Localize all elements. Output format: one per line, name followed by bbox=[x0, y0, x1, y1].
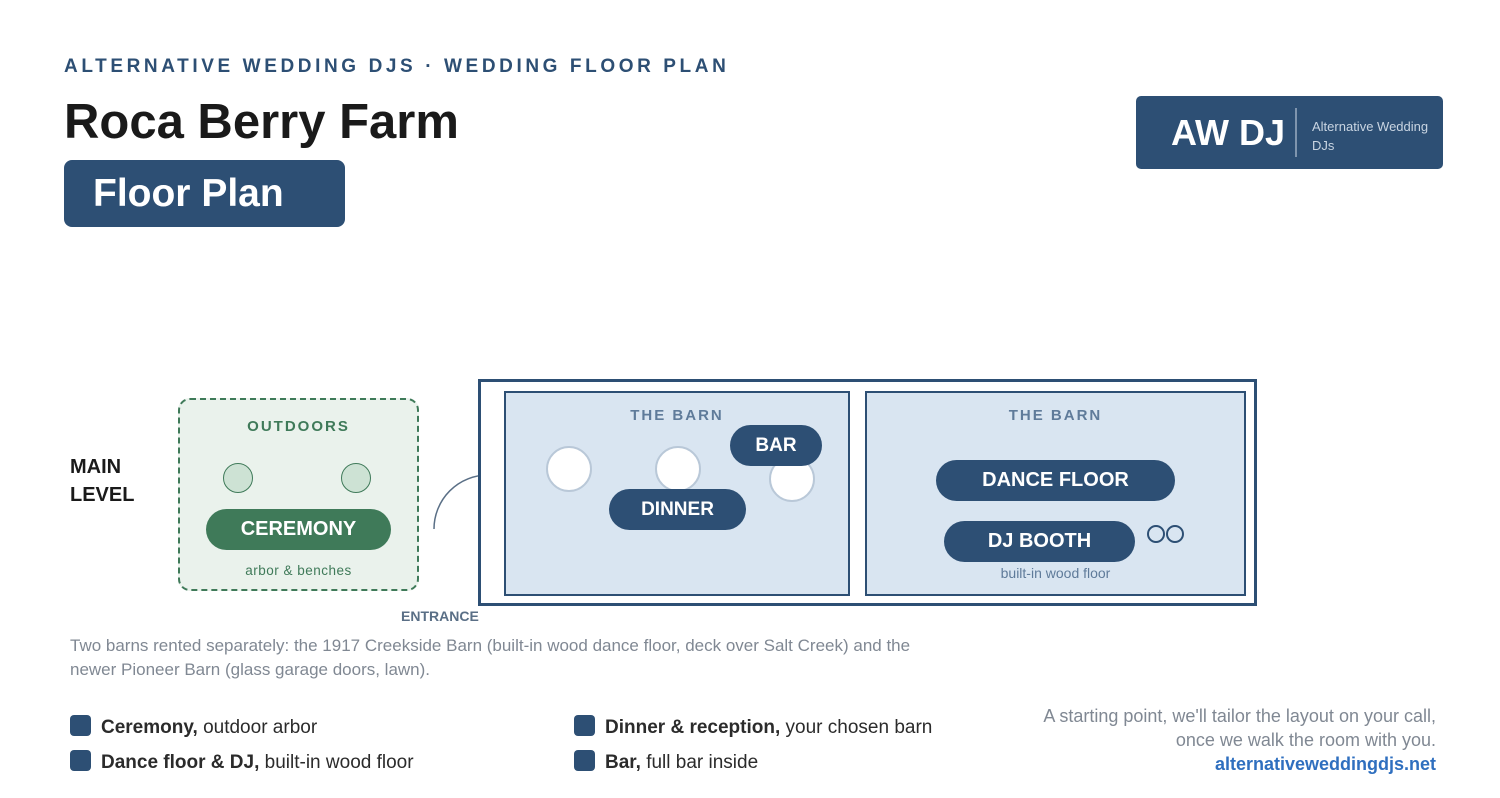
dinner-table bbox=[546, 446, 592, 492]
venue-description: Two barns rented separately: the 1917 Cr… bbox=[70, 636, 911, 679]
dj-booth-zone: DJ BOOTH bbox=[944, 521, 1135, 562]
speaker-icon bbox=[1166, 525, 1184, 543]
legend-item-title: Ceremony, bbox=[101, 717, 198, 738]
legend-item-title: Bar, bbox=[605, 752, 641, 773]
legend-item-text: built-in wood floor bbox=[259, 752, 414, 773]
footer-note: A starting point, we'll tailor the layou… bbox=[1043, 706, 1436, 750]
logo-divider bbox=[1295, 108, 1297, 157]
legend-swatch bbox=[574, 750, 595, 771]
outdoors-zone: OUTDOORS CEREMONY arbor & benches bbox=[178, 398, 419, 591]
page-eyebrow: ALTERNATIVE WEDDING DJS · WEDDING FLOOR … bbox=[64, 56, 730, 77]
legend-swatch bbox=[70, 750, 91, 771]
legend-item-text: outdoor arbor bbox=[197, 717, 318, 738]
legend-swatch bbox=[70, 715, 91, 736]
logo-mark: AW DJ bbox=[1171, 112, 1286, 153]
floor-plan-badge: Floor Plan bbox=[64, 160, 345, 227]
dance-floor-note: built-in wood floor bbox=[1000, 565, 1111, 581]
barn-left: THE BARN BAR DINNER bbox=[504, 391, 850, 596]
arbor-left-marker bbox=[223, 463, 253, 493]
website-link[interactable]: alternativeweddingdjs.net bbox=[1214, 754, 1436, 774]
legend-item-text: your chosen barn bbox=[780, 717, 933, 738]
speaker-icon bbox=[1147, 525, 1165, 543]
barn-right-label: THE BARN bbox=[1008, 407, 1103, 424]
dance-floor-zone: DANCE FLOOR bbox=[936, 460, 1175, 501]
outdoors-label: OUTDOORS bbox=[247, 418, 350, 435]
bar-zone: BAR bbox=[730, 425, 822, 466]
barn-left-label: THE BARN bbox=[630, 407, 724, 424]
level-label: MAIN LEVEL bbox=[70, 456, 135, 506]
legend-swatch bbox=[574, 715, 595, 736]
logo-subtitle: Alternative Wedding DJs bbox=[1312, 119, 1429, 153]
dinner-table bbox=[655, 446, 701, 492]
legend-item-title: Dinner & reception, bbox=[605, 717, 781, 738]
legend-item-text: full bar inside bbox=[640, 752, 759, 773]
barn-building: THE BARN BAR DINNER THE BARN DANCE FLOOR… bbox=[478, 379, 1257, 606]
legend-item-title: Dance floor & DJ, bbox=[101, 752, 260, 773]
brand-logo: AW DJ Alternative Wedding DJs bbox=[1136, 96, 1443, 169]
entrance-label: ENTRANCE bbox=[401, 608, 479, 624]
ceremony-note: arbor & benches bbox=[245, 563, 352, 578]
page-title: Roca Berry Farm bbox=[64, 95, 459, 149]
floor-plan-badge-label: Floor Plan bbox=[93, 172, 284, 215]
dinner-zone: DINNER bbox=[609, 489, 746, 530]
barn-right: THE BARN DANCE FLOOR DJ BOOTH built-in w… bbox=[865, 391, 1246, 596]
arbor-right-marker bbox=[341, 463, 371, 493]
ceremony-zone: CEREMONY bbox=[206, 509, 391, 550]
